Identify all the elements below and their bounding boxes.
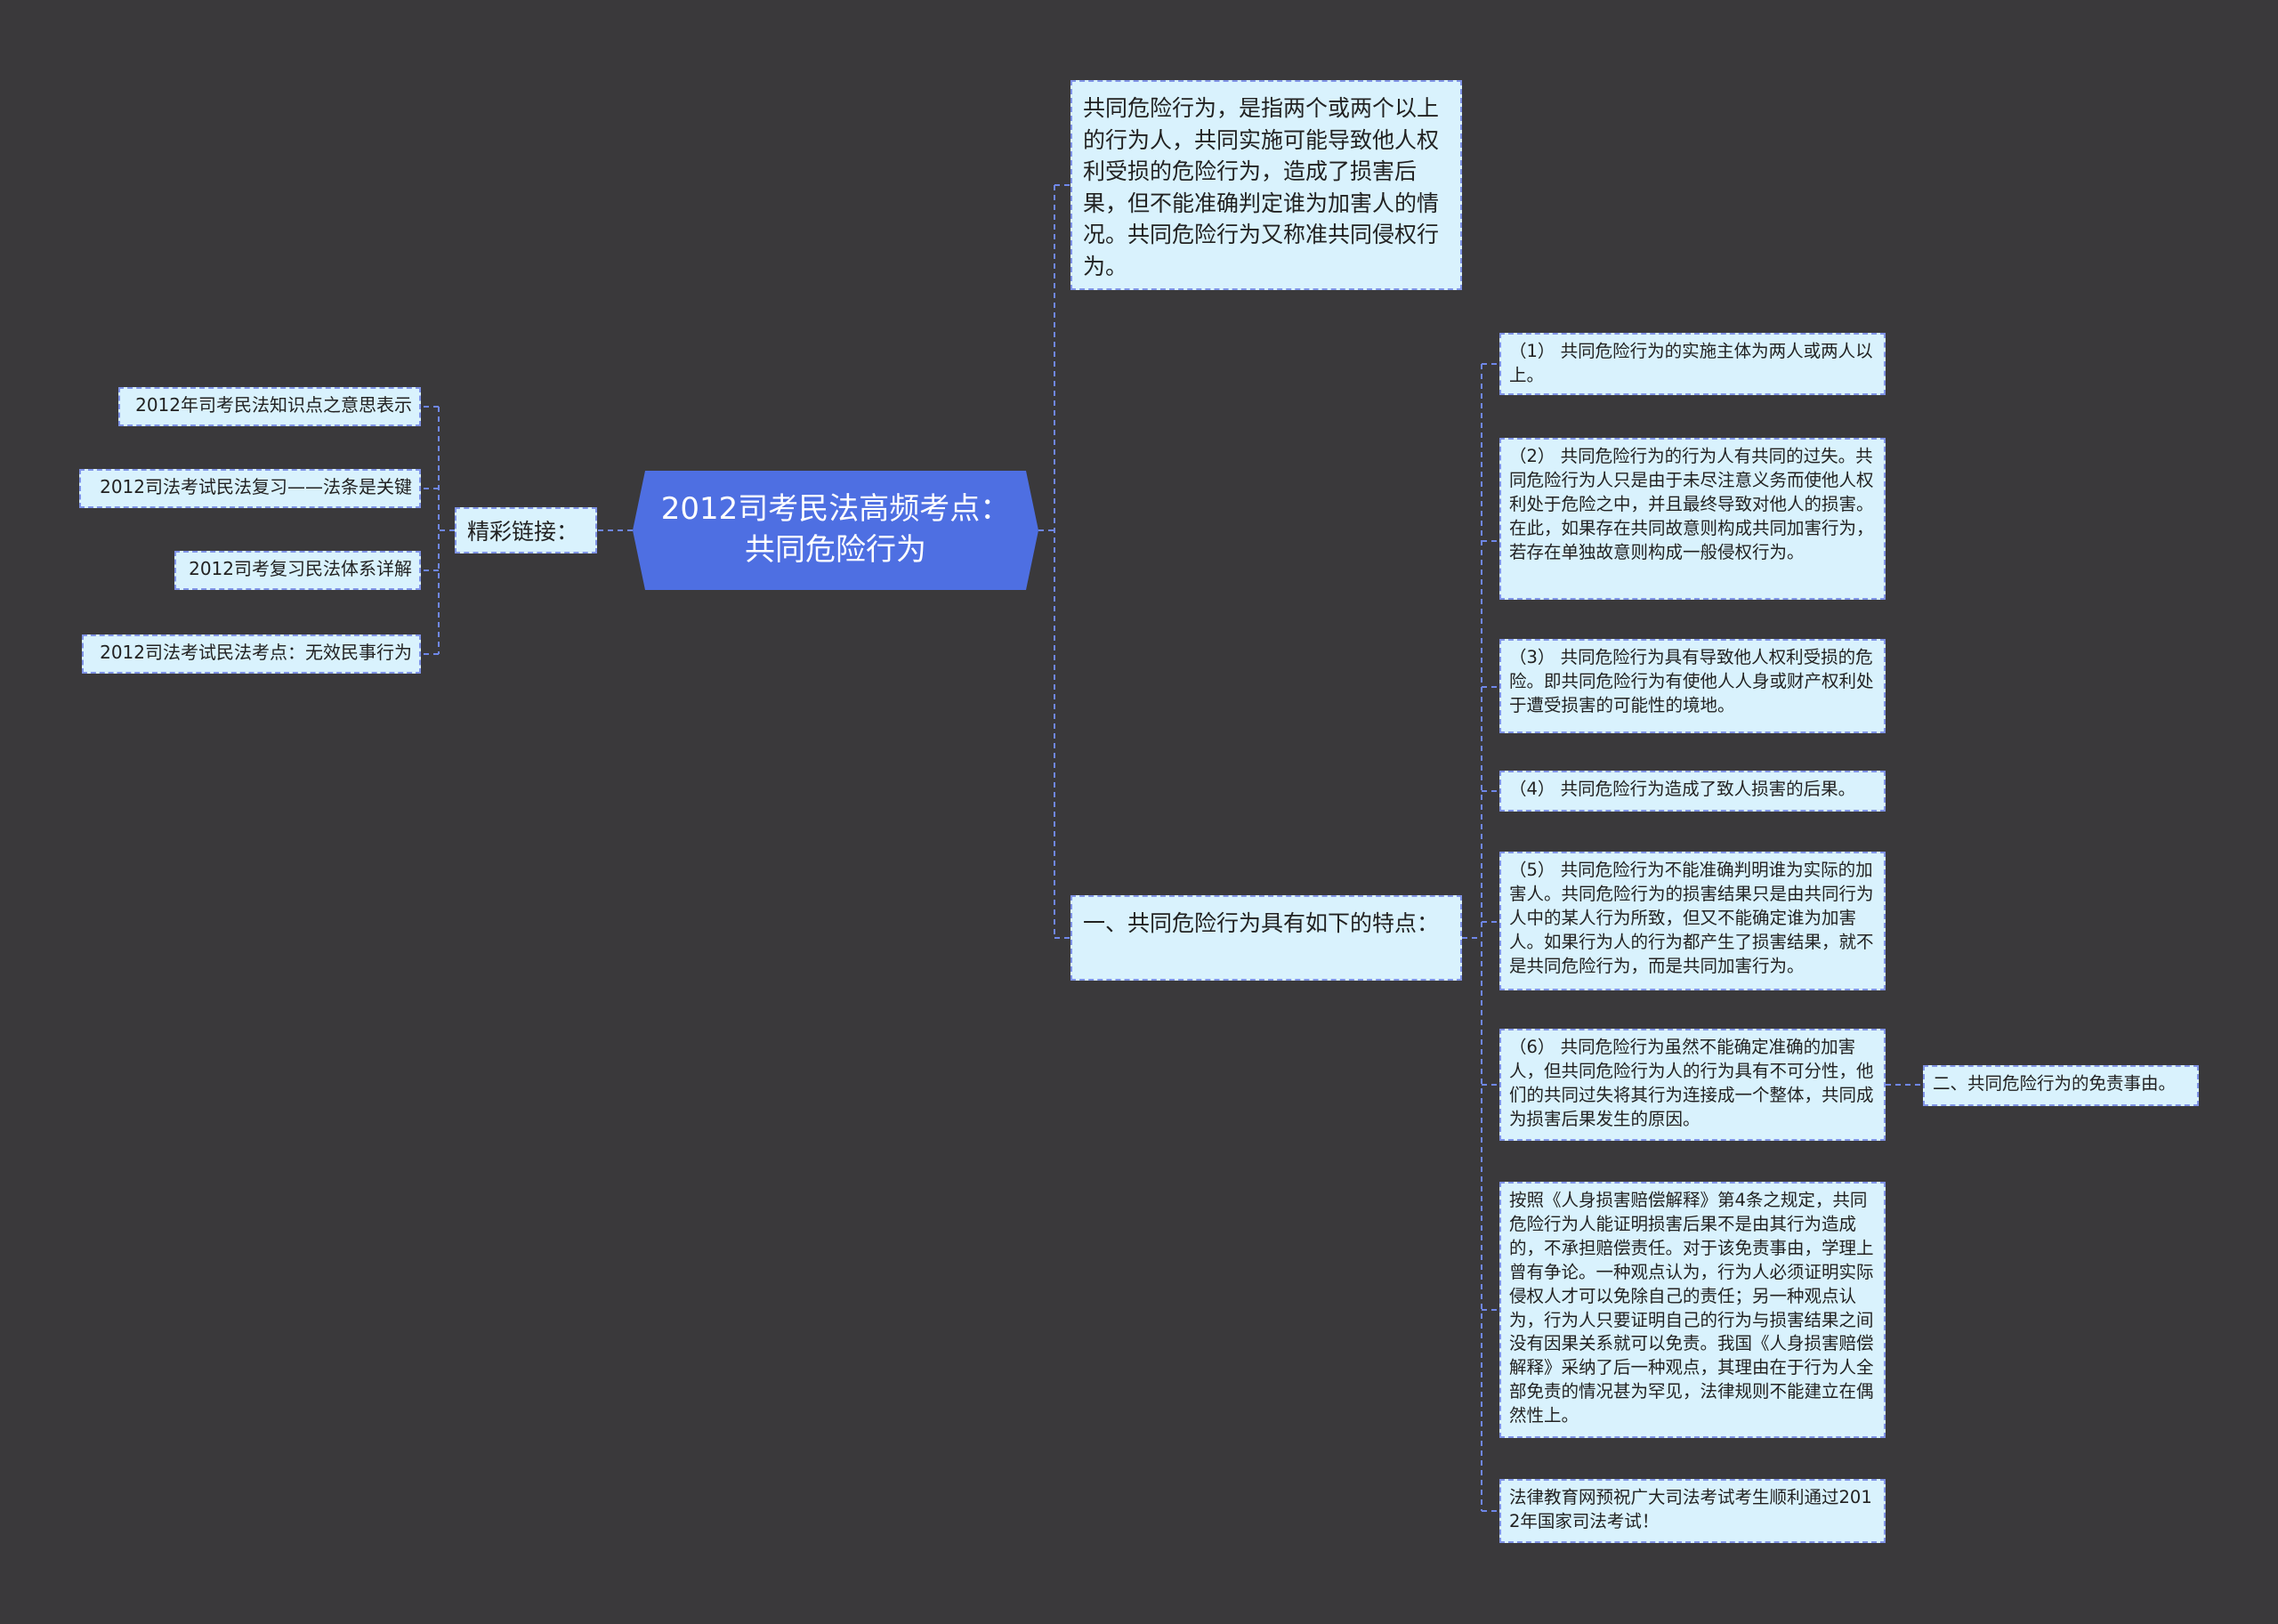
exemption-node[interactable]: 二、共同危险行为的免责事由。 (1923, 1065, 2199, 1106)
root-title-line2: 共同危险行为 (745, 532, 926, 568)
closing-wish-text[interactable]: 法律教育网预祝广大司法考试考生顺利通过2012年国家司法考试！ (1499, 1479, 1886, 1543)
root-topic[interactable]: 2012司考民法高频考点： 共同危险行为 (633, 471, 1038, 590)
featured-link-1[interactable]: 2012年司考民法知识点之意思表示 (118, 387, 421, 426)
connector-features (1462, 363, 1499, 1512)
featured-link-2[interactable]: 2012司法考试民法复习——法条是关键 (79, 469, 421, 508)
featured-link-4[interactable]: 2012司法考试民法考点：无效民事行为 (82, 634, 421, 674)
feature-item-6[interactable]: （6） 共同危险行为虽然不能确定准确的加害人，但共同危险行为人的行为具有不可分性… (1499, 1029, 1886, 1141)
root-title-line1: 2012司考民法高频考点： (660, 491, 1011, 528)
feature-item-1[interactable]: （1） 共同危险行为的实施主体为两人或两人以上。 (1499, 333, 1886, 395)
feature-item-4[interactable]: （4） 共同危险行为造成了致人损害的后果。 (1499, 771, 1886, 812)
features-title-node[interactable]: 一、共同危险行为具有如下的特点： (1070, 895, 1462, 981)
featured-links-label[interactable]: 精彩链接： (455, 507, 597, 553)
feature-item-2[interactable]: （2） 共同危险行为的行为人有共同的过失。共同危险行为人只是由于未尽注意义务而使… (1499, 438, 1886, 600)
liability-exemption-text[interactable]: 按照《人身损害赔偿解释》第4条之规定，共同危险行为人能证明损害后果不是由其行为造… (1499, 1182, 1886, 1438)
feature-item-3[interactable]: （3） 共同危险行为具有导致他人权利受损的危险。即共同危险行为有使他人人身或财产… (1499, 639, 1886, 733)
definition-node[interactable]: 共同危险行为，是指两个或两个以上的行为人，共同实施可能导致他人权利受损的危险行为… (1070, 80, 1462, 290)
connector-left-links (421, 406, 455, 655)
featured-link-3[interactable]: 2012司考复习民法体系详解 (174, 551, 421, 590)
feature-item-5[interactable]: （5） 共同危险行为不能准确判明谁为实际的加害人。共同危险行为的损害结果只是由共… (1499, 852, 1886, 990)
connector-root-right (1038, 184, 1070, 939)
